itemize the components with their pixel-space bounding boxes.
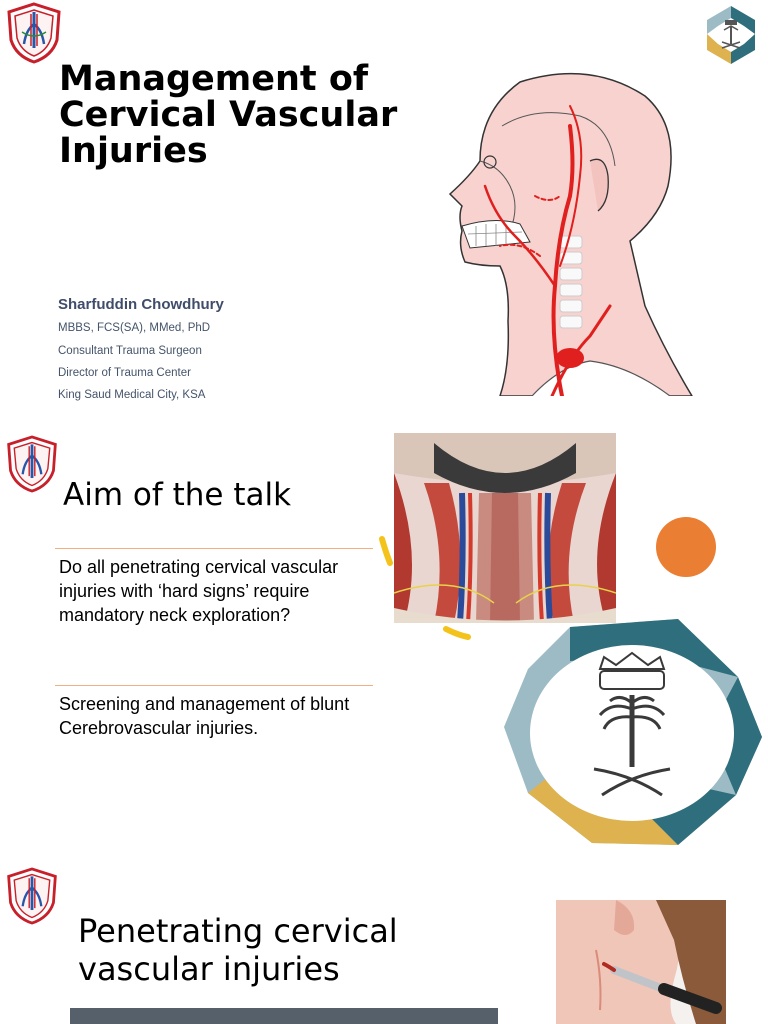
slide-divider — [0, 845, 768, 855]
neck-anatomy-illustration — [394, 433, 616, 623]
ministry-emblem-icon — [504, 619, 762, 845]
trauma-shield-logo-icon — [7, 867, 57, 925]
credential-line: Consultant Trauma Surgeon — [58, 345, 202, 357]
bullet-item: Screening and management of blunt Cerebr… — [59, 694, 350, 738]
slide-1: Management of Cervical Vascular Injuries… — [0, 0, 768, 415]
slide-3: Penetrating cervical vascular injuries — [0, 855, 768, 1024]
slide-title: Management of Cervical Vascular Injuries — [59, 59, 398, 171]
slide-2: Aim of the talk Do all penetrating cervi… — [0, 425, 768, 845]
decorative-arc — [379, 536, 471, 640]
neck-stab-illustration — [556, 900, 726, 1024]
slide-title: Aim of the talk — [63, 477, 292, 513]
slide-title: Penetrating cervical vascular injuries — [78, 912, 398, 988]
ministry-emblem-icon — [707, 6, 755, 64]
bullet-divider — [55, 685, 373, 686]
author-name: Sharfuddin Chowdhury — [58, 296, 224, 313]
trauma-shield-logo-icon — [7, 2, 61, 64]
credential-line: Director of Trauma Center — [58, 367, 191, 379]
decorative-circle — [656, 517, 716, 577]
credential-line: King Saud Medical City, KSA — [58, 389, 206, 401]
bullet-item: Do all penetrating cervical vascular inj… — [59, 557, 339, 625]
trauma-shield-logo-icon — [7, 435, 57, 493]
bullet-divider — [55, 548, 373, 549]
credential-line: MBBS, FCS(SA), MMed, PhD — [58, 322, 211, 334]
content-bar — [70, 1008, 498, 1024]
slide-divider — [0, 415, 768, 425]
head-arteries-illustration — [448, 72, 693, 396]
